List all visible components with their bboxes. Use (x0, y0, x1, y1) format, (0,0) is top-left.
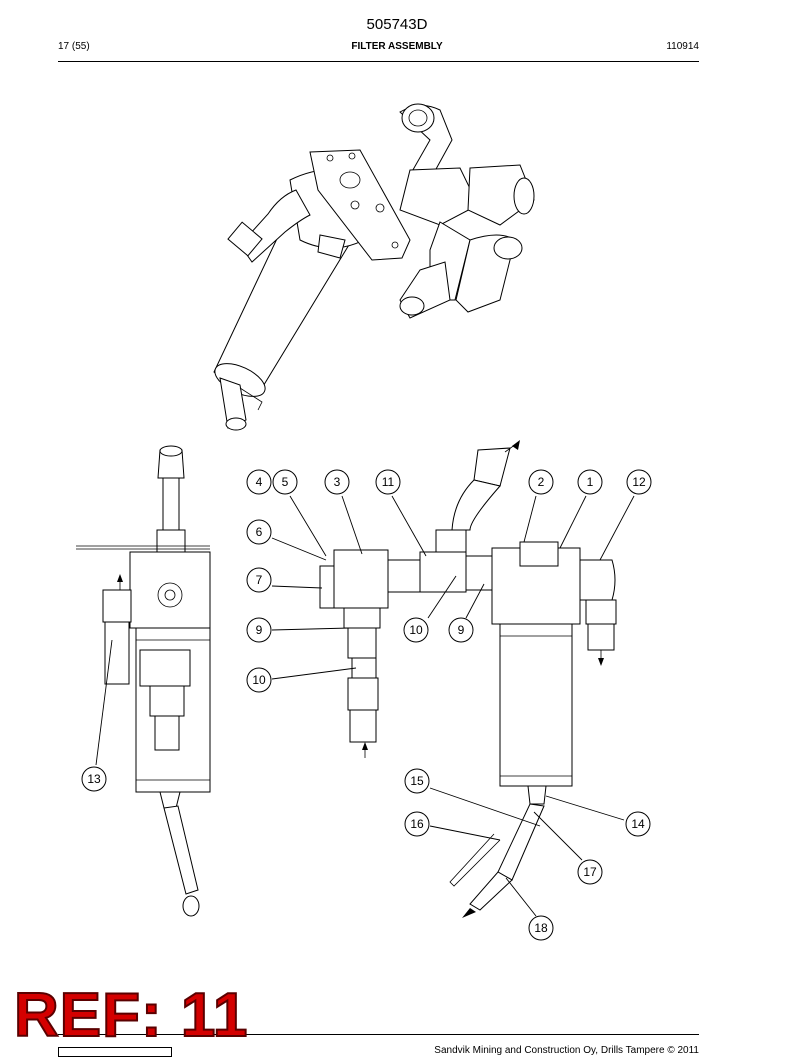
callout-1: 1 (577, 469, 603, 495)
svg-text:6: 6 (256, 525, 263, 539)
footer-rule (58, 1034, 699, 1035)
document-date: 110914 (666, 41, 699, 52)
callout-2: 2 (528, 469, 554, 495)
svg-text:12: 12 (632, 475, 646, 489)
svg-text:17: 17 (583, 865, 597, 879)
callout-18: 18 (528, 915, 554, 941)
svg-text:11: 11 (382, 475, 395, 489)
svg-text:9: 9 (256, 623, 263, 637)
svg-text:16: 16 (410, 817, 424, 831)
callout-10-left: 10 (246, 667, 272, 693)
svg-text:4: 4 (256, 475, 263, 489)
front-view (319, 440, 617, 918)
callout-11: 11 (375, 469, 401, 495)
svg-text:7: 7 (256, 573, 263, 587)
callout-6: 6 (246, 519, 272, 545)
callout-15: 15 (404, 768, 430, 794)
callout-16: 16 (404, 811, 430, 837)
callout-9-left: 9 (246, 617, 272, 643)
svg-text:15: 15 (410, 774, 424, 788)
svg-text:18: 18 (534, 921, 548, 935)
svg-text:14: 14 (631, 817, 645, 831)
page-number: 17 (55) (58, 41, 90, 52)
svg-text:2: 2 (538, 475, 545, 489)
header-rule (58, 61, 699, 62)
svg-text:10: 10 (409, 623, 423, 637)
callout-9-right: 9 (448, 617, 474, 643)
svg-text:3: 3 (334, 475, 341, 489)
callout-10-center: 10 (403, 617, 429, 643)
callout-7: 7 (246, 567, 272, 593)
svg-text:5: 5 (282, 475, 289, 489)
callout-3: 3 (324, 469, 350, 495)
callout-17: 17 (577, 859, 603, 885)
svg-text:10: 10 (252, 673, 266, 687)
leader-lines (95, 495, 635, 917)
callout-5: 5 (272, 469, 298, 495)
side-view (76, 445, 211, 917)
isometric-view (213, 103, 535, 431)
callout-14: 14 (625, 811, 651, 837)
svg-text:9: 9 (458, 623, 465, 637)
callout-13: 13 (81, 766, 107, 792)
callout-12: 12 (626, 469, 652, 495)
page-title: FILTER ASSEMBLY (351, 41, 443, 52)
svg-text:13: 13 (87, 772, 101, 786)
svg-text:1: 1 (587, 475, 594, 489)
callout-4: 4 (246, 469, 272, 495)
ref-stamp: REF: 11 (13, 981, 249, 1050)
document-number: 505743D (366, 16, 428, 33)
footer-copyright: Sandvik Mining and Construction Oy, Dril… (434, 1045, 699, 1056)
